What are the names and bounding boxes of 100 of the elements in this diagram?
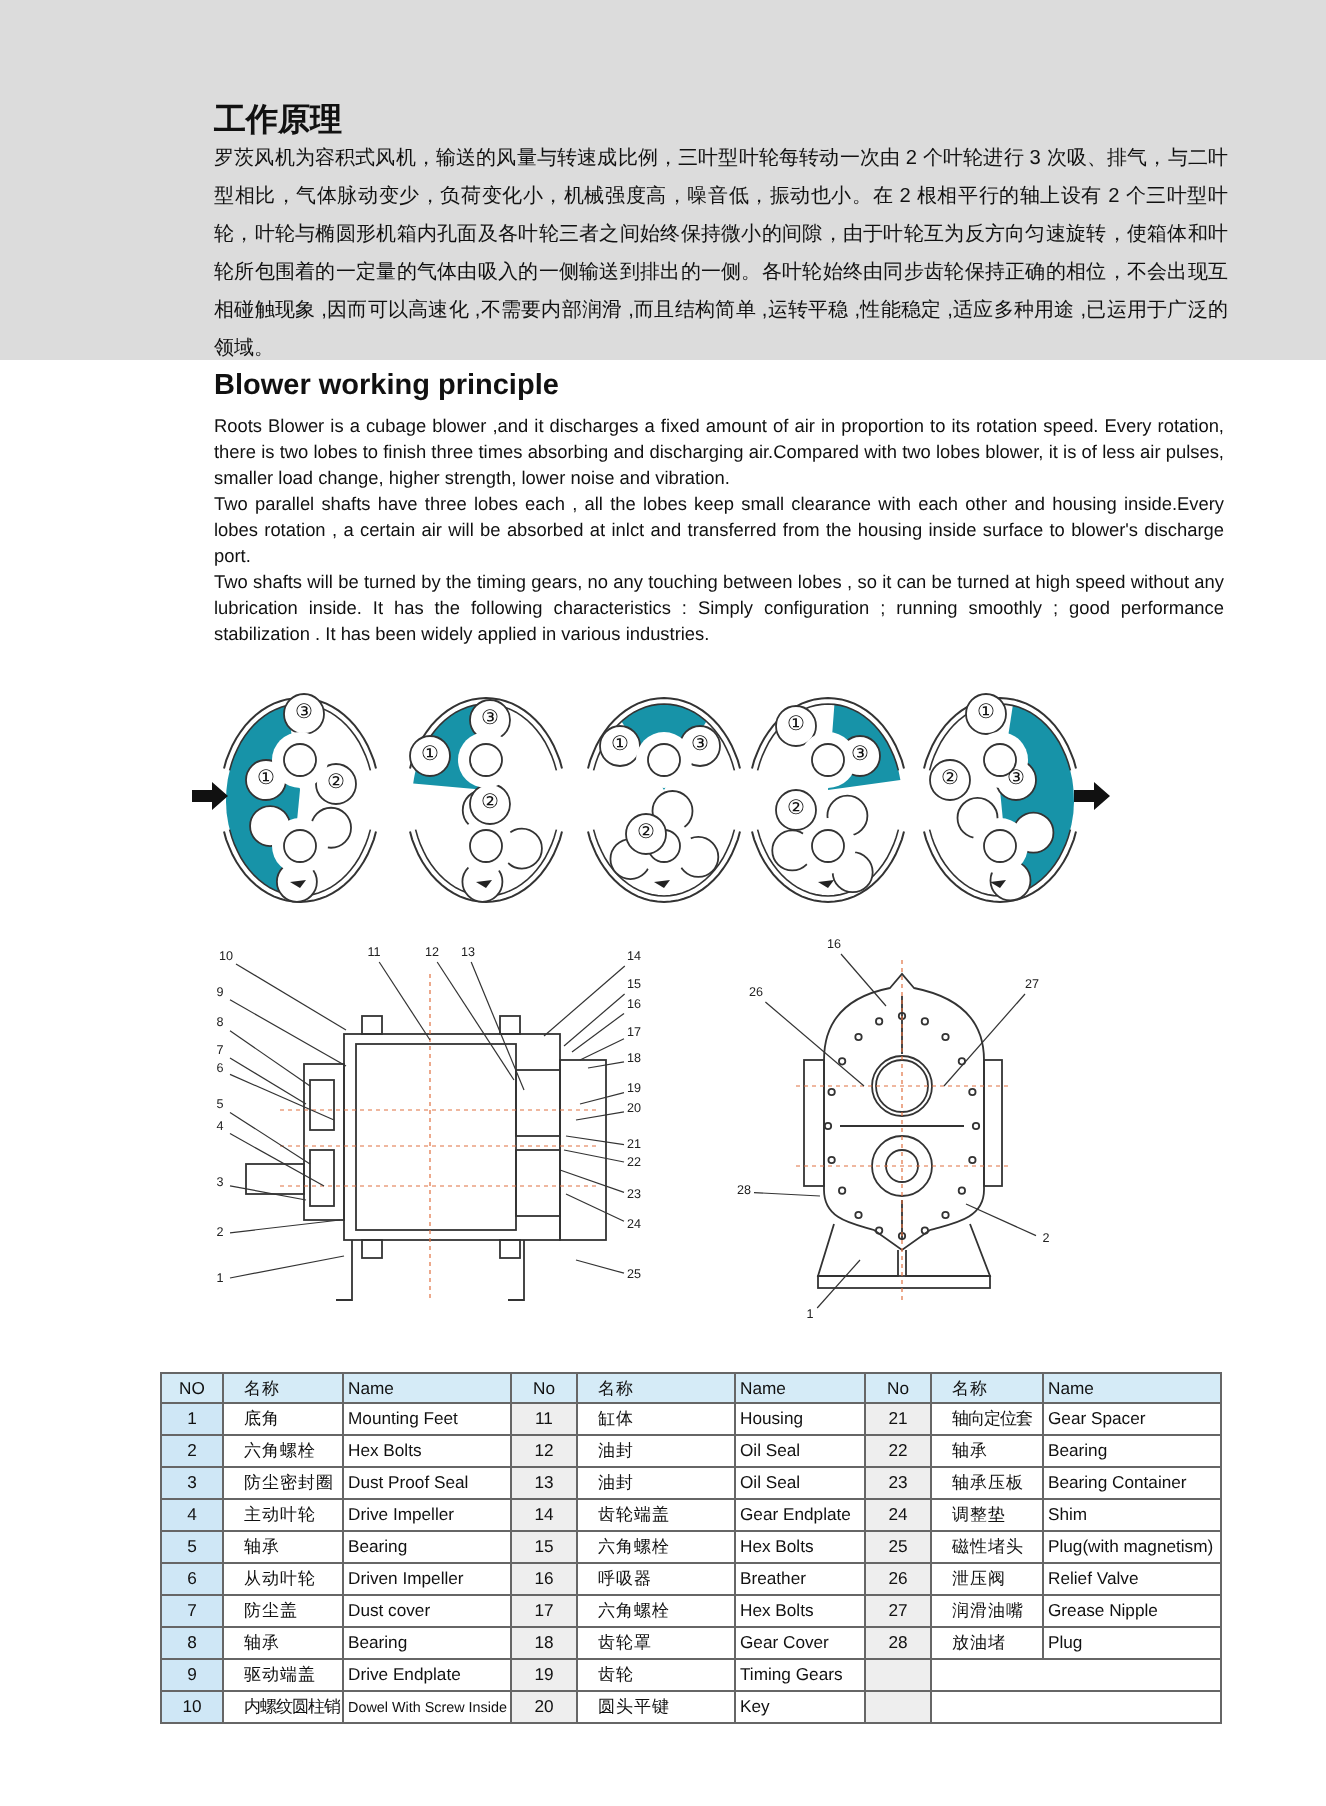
table-cell: 放油堵	[932, 1628, 1044, 1660]
leader-line	[470, 961, 525, 1091]
table-cell: 轴承	[224, 1628, 344, 1660]
table-cell: 21	[866, 1404, 932, 1436]
table-cell: 调整垫	[932, 1500, 1044, 1532]
table-cell: 13	[512, 1468, 578, 1500]
table-cell: 主动叶轮	[224, 1500, 344, 1532]
table-cell: Bearing	[344, 1532, 512, 1564]
leader-line	[579, 1038, 625, 1061]
table-cell: 驱动端盖	[224, 1660, 344, 1692]
lobe-number: ①	[419, 744, 441, 768]
lobe-number: ③	[849, 744, 871, 768]
paragraph: Two shafts will be turned by the timing gears, no any touching between lobes , so it can be turned at high speed without any lubrication inside. It has the following characteristics : Simply configuration ; running smoothly ; good performance stabilization . It has been widely applied in various industries.	[214, 570, 1224, 648]
leader-line	[575, 1259, 625, 1274]
table-cell: 8	[160, 1628, 224, 1660]
leader-line	[229, 1057, 307, 1105]
table-cell: Bearing	[1044, 1436, 1222, 1468]
table-cell: Housing	[736, 1404, 866, 1436]
table-cell: 润滑油嘴	[932, 1596, 1044, 1628]
leader-line	[575, 1111, 625, 1121]
leader-line	[229, 1219, 341, 1234]
lobe-number: ①	[785, 714, 807, 738]
table-cell: 泄压阀	[932, 1564, 1044, 1596]
table-cell: 24	[866, 1500, 932, 1532]
table-cell: 25	[866, 1532, 932, 1564]
leader-line	[565, 1135, 625, 1146]
table-cell: 呼吸器	[578, 1564, 736, 1596]
leader-line	[587, 1061, 625, 1069]
heading: Blower working principle	[214, 370, 559, 402]
table-cell: Bearing	[344, 1628, 512, 1660]
leader-line	[571, 1012, 625, 1053]
heading: 工作原理	[214, 102, 342, 142]
leader-line	[565, 1193, 625, 1222]
table-cell: 15	[512, 1532, 578, 1564]
table-cell: 20	[512, 1692, 578, 1724]
header-cell: No	[866, 1372, 932, 1404]
table-cell: 从动叶轮	[224, 1564, 344, 1596]
table-cell: 10	[160, 1692, 224, 1724]
table-cell: 磁性堵头	[932, 1532, 1044, 1564]
table-cell: Timing Gears	[736, 1660, 866, 1692]
table-cell: 19	[512, 1660, 578, 1692]
table-cell: 26	[866, 1564, 932, 1596]
table-cell: 17	[512, 1596, 578, 1628]
table-cell: Plug(with magnetism)	[1044, 1532, 1222, 1564]
table-cell: 3	[160, 1468, 224, 1500]
table-cell: 18	[512, 1628, 578, 1660]
table-cell: Hex Bolts	[736, 1596, 866, 1628]
table-cell: 2	[160, 1436, 224, 1468]
leader-line	[579, 1092, 625, 1105]
table-cell: Key	[736, 1692, 866, 1724]
table-cell: 16	[512, 1564, 578, 1596]
table-cell: Hex Bolts	[736, 1532, 866, 1564]
table-cell: 圆头平键	[578, 1692, 736, 1724]
table-cell: 防尘密封圈	[224, 1468, 344, 1500]
lobe-number: ①	[609, 734, 631, 758]
table-cell: 轴承	[932, 1436, 1044, 1468]
table-cell: Drive Impeller	[344, 1500, 512, 1532]
table-cell: Breather	[736, 1564, 866, 1596]
leader-line	[378, 961, 431, 1041]
table-cell: 防尘盖	[224, 1596, 344, 1628]
table-cell: Mounting Feet	[344, 1404, 512, 1436]
table-cell: Gear Endplate	[736, 1500, 866, 1532]
table-cell: 六角螺栓	[224, 1436, 344, 1468]
leader-line	[436, 961, 515, 1081]
header-cell: 名称	[932, 1372, 1044, 1404]
table-cell: 内螺纹圆柱销	[224, 1692, 344, 1724]
lobe-number: ②	[939, 768, 961, 792]
leader-line	[229, 999, 347, 1067]
leader-line	[559, 1169, 625, 1193]
table-cell: 22	[866, 1436, 932, 1468]
leader-line	[229, 1030, 311, 1087]
leader-line	[965, 1203, 1037, 1237]
lobe-number: ③	[689, 734, 711, 758]
table-cell: Drive Endplate	[344, 1660, 512, 1692]
lobe-number: ①	[975, 702, 997, 726]
table-cell: 轴承压板	[932, 1468, 1044, 1500]
table-cell: 7	[160, 1596, 224, 1628]
lobe-number: ②	[785, 798, 807, 822]
table-cell: 轴承	[224, 1532, 344, 1564]
table-cell: Grease Nipple	[1044, 1596, 1222, 1628]
table-cell: 油封	[578, 1468, 736, 1500]
table-cell: 23	[866, 1468, 932, 1500]
leader-line	[563, 1149, 625, 1163]
table-cell: Bearing Container	[1044, 1468, 1222, 1500]
lobe-number: ②	[325, 772, 347, 796]
table-cell: 12	[512, 1436, 578, 1468]
table-cell: Driven Impeller	[344, 1564, 512, 1596]
header-cell: Name	[1044, 1372, 1222, 1404]
table-cell: 齿轮	[578, 1660, 736, 1692]
table-cell: Relief Valve	[1044, 1564, 1222, 1596]
leader-line	[229, 1185, 307, 1201]
table-cell: 28	[866, 1628, 932, 1660]
table-cell: Gear Cover	[736, 1628, 866, 1660]
lobe-number: ③	[1005, 768, 1027, 792]
table-cell: 1	[160, 1404, 224, 1436]
leader-line	[816, 1259, 861, 1309]
table-cell: 轴向定位套	[932, 1404, 1044, 1436]
table-cell: 9	[160, 1660, 224, 1692]
table-cell: Gear Spacer	[1044, 1404, 1222, 1436]
table-cell: 齿轮端盖	[578, 1500, 736, 1532]
